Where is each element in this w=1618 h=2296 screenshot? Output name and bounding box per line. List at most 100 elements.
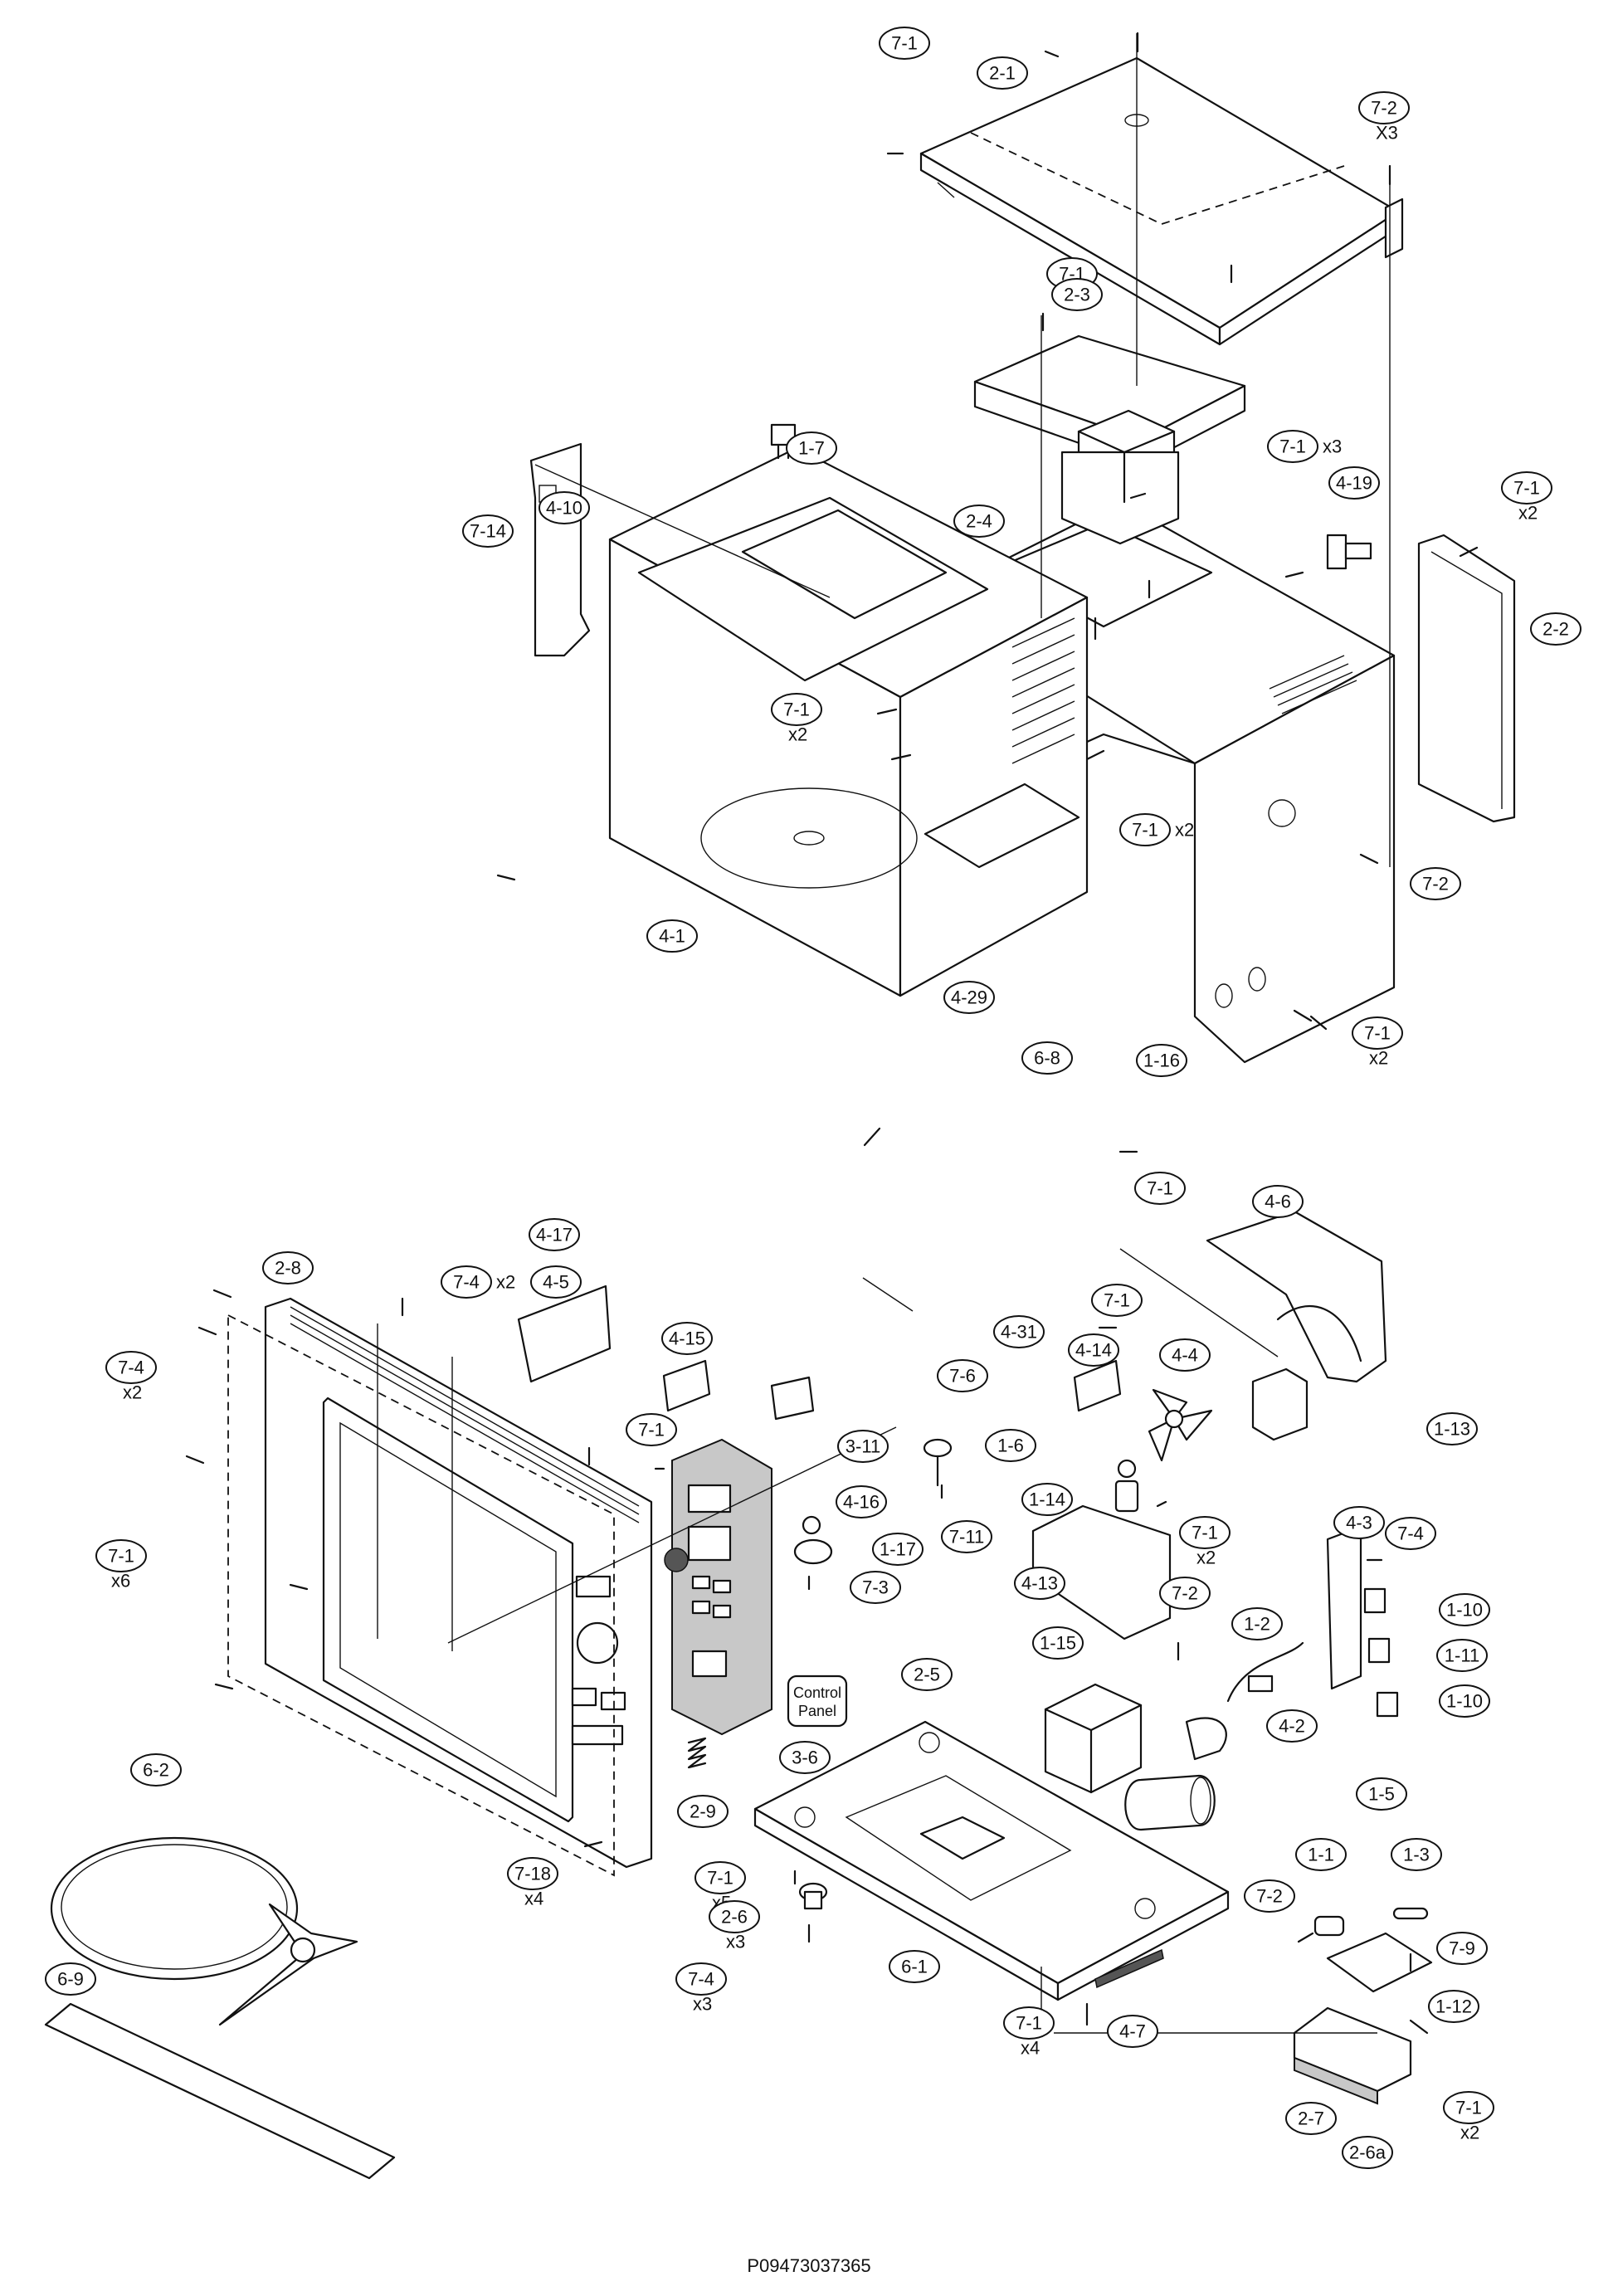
part-number: 4-14 xyxy=(1075,1340,1112,1361)
part-number: 7-2 xyxy=(1371,98,1397,119)
part-label: 7-4 x2 xyxy=(441,1265,515,1299)
part-label: 7-2 xyxy=(1159,1577,1211,1610)
part-label: 7-1 xyxy=(879,27,930,60)
part-label-oval xyxy=(1021,1041,1073,1075)
part-label: 7-2X3 xyxy=(1358,91,1410,144)
oven-cavity-part xyxy=(608,446,1089,997)
part-number: 7-2 xyxy=(1256,1886,1283,1907)
film-strip-part xyxy=(44,2002,396,2180)
part-label: 4-13 xyxy=(1014,1567,1065,1600)
part-label: 7-4x2 xyxy=(105,1351,157,1403)
part-number: 1-17 xyxy=(880,1539,916,1560)
part-label-oval xyxy=(1003,2006,1055,2040)
magnetron-part xyxy=(1060,409,1180,545)
part-label: 7-1x4 xyxy=(1003,2006,1055,2059)
part-label-oval xyxy=(977,56,1028,90)
cover-plate-4-5-part xyxy=(517,1284,612,1383)
part-number: 7-4 xyxy=(118,1358,144,1378)
spring-2-9 xyxy=(687,1737,707,1769)
part-label-oval xyxy=(262,1251,314,1284)
part-number: 4-15 xyxy=(669,1328,705,1349)
part-quantity: x3 xyxy=(726,1932,745,1952)
part-number: 7-1 xyxy=(1455,2098,1482,2118)
part-label-oval xyxy=(95,1539,147,1572)
part-label-oval xyxy=(889,1950,940,1983)
part-label-oval xyxy=(1443,2091,1494,2124)
part-label-oval xyxy=(1231,1607,1283,1640)
part-label: 7-1x6 xyxy=(95,1539,147,1592)
part-label-oval xyxy=(901,1658,953,1691)
part-label-oval xyxy=(539,491,590,524)
part-label-oval xyxy=(1159,1338,1211,1372)
part-number: 4-3 xyxy=(1346,1513,1372,1533)
part-label-oval xyxy=(105,1351,157,1384)
part-number: 6-1 xyxy=(901,1957,928,1977)
fuse-1-3 xyxy=(1392,1907,1429,1920)
part-label: 7-1x2 xyxy=(1501,471,1552,524)
part-number: 1-5 xyxy=(1368,1784,1395,1805)
fan-motor-1-13 xyxy=(1251,1367,1309,1441)
part-label-oval xyxy=(985,1429,1036,1462)
part-number: 7-4 xyxy=(453,1272,480,1293)
part-label-oval xyxy=(1295,1838,1347,1871)
part-number: 4-17 xyxy=(536,1225,573,1245)
part-quantity: x2 xyxy=(496,1272,515,1293)
part-label-oval xyxy=(675,1962,727,1996)
part-label-oval xyxy=(646,919,698,953)
part-label: 7-14 xyxy=(462,514,514,548)
part-label: 2-6x3 xyxy=(709,1900,760,1952)
control-panel-callout: Control Panel xyxy=(787,1674,848,1728)
part-number: 7-18 xyxy=(514,1864,551,1884)
part-label-oval xyxy=(694,1861,746,1894)
bracket-3-11 xyxy=(770,1376,815,1421)
part-label: 7-1 xyxy=(1134,1172,1186,1205)
part-quantity: x3 xyxy=(693,1994,712,2015)
foot-2-6 xyxy=(798,1882,828,1910)
part-number: 7-1 xyxy=(638,1420,665,1440)
part-number: 2-4 xyxy=(966,511,992,532)
part-label: 4-31 xyxy=(993,1315,1045,1348)
part-label-oval xyxy=(1136,1044,1187,1077)
part-label: 2-4 xyxy=(953,505,1005,538)
part-label-oval xyxy=(1179,1516,1231,1549)
part-label: 7-3 xyxy=(850,1571,901,1604)
part-number: 2-1 xyxy=(989,63,1016,84)
part-number: 1-11 xyxy=(1445,1645,1479,1666)
part-quantity: x2 xyxy=(1518,503,1538,524)
part-label: 6-1 xyxy=(889,1950,940,1983)
part-label: 4-16 xyxy=(836,1485,887,1518)
part-quantity: x2 xyxy=(1196,1548,1216,1568)
fan-blade-4-4 xyxy=(1148,1388,1213,1462)
part-label-oval xyxy=(837,1430,889,1463)
part-label-oval xyxy=(1068,1333,1119,1367)
screws xyxy=(185,32,1479,2035)
part-label: 1-10 xyxy=(1439,1684,1490,1718)
part-label: 6-9 xyxy=(45,1962,96,1996)
part-label: 4-29 xyxy=(943,981,995,1014)
part-number: 7-1 xyxy=(1016,2013,1042,2034)
part-number: 7-1 xyxy=(108,1546,134,1567)
part-number: 4-13 xyxy=(1021,1573,1058,1594)
part-number: 3-11 xyxy=(846,1436,880,1457)
part-label: 1-13 xyxy=(1426,1412,1478,1445)
diode-1-2 xyxy=(1226,1641,1304,1703)
part-label: 7-1 xyxy=(626,1413,677,1446)
control-panel-line2: Panel xyxy=(798,1703,836,1719)
part-label-oval xyxy=(626,1413,677,1446)
part-number: 2-2 xyxy=(1542,619,1569,640)
switch-bracket-4-3 xyxy=(1326,1525,1399,1718)
part-label: 7-11 xyxy=(941,1520,992,1553)
part-number: 7-1 xyxy=(1279,436,1306,457)
part-label: 7-1 xyxy=(1091,1284,1143,1317)
part-label: 7-1x2 xyxy=(1179,1516,1231,1568)
part-number: 7-1 xyxy=(783,700,810,720)
part-number: 7-2 xyxy=(1422,874,1449,895)
part-label: 7-1x2 xyxy=(1443,2091,1494,2143)
part-number: 6-8 xyxy=(1034,1048,1060,1069)
part-label: 1-12 xyxy=(1428,1990,1479,2023)
part-number: 7-1 xyxy=(1147,1178,1173,1199)
part-label-oval xyxy=(953,505,1005,538)
part-label: 2-2 xyxy=(1530,612,1581,646)
part-label-oval xyxy=(1328,466,1380,500)
